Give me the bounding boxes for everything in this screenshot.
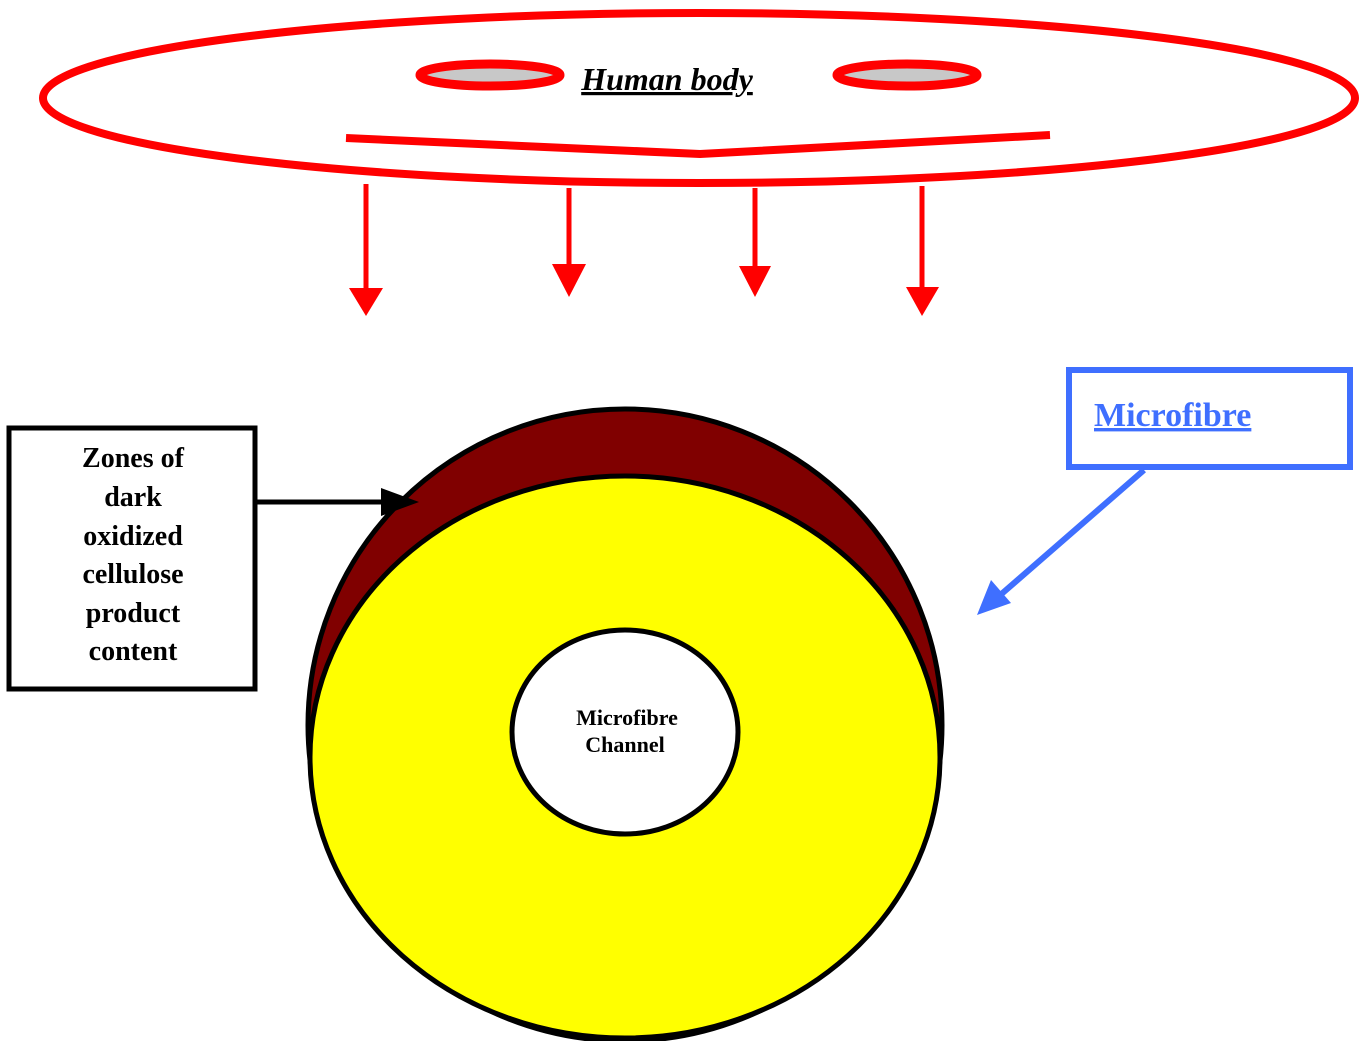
zones-line-4: cellulose (82, 559, 183, 590)
human-body: Human body (39, 9, 1359, 187)
down-arrow-head (739, 266, 771, 297)
zones-line-3: oxidized (83, 521, 183, 552)
down-arrow-head (349, 288, 383, 316)
microfibre-pointer-head (977, 580, 1011, 615)
microfibre-callout-box (1066, 367, 1353, 470)
down-arrow-head (552, 264, 586, 297)
microfibre-callout: Microfibre (977, 367, 1353, 615)
human-body-outline (39, 9, 1359, 187)
channel-label-line-2: Channel (585, 732, 664, 757)
zones-callout: Zones of dark oxidized cellulose product… (6, 425, 419, 692)
mouth-line (345, 131, 1051, 159)
zones-line-5: product (86, 598, 181, 629)
microfibre-channel (509, 627, 741, 837)
downward-arrows (349, 184, 939, 316)
down-arrow-head (906, 287, 939, 316)
microfibre-label: Microfibre (1094, 397, 1251, 434)
left-eye-shape (415, 59, 565, 91)
zones-pointer-arrow-head (381, 488, 419, 516)
zones-callout-box (6, 425, 258, 692)
human-body-label: Human body (580, 61, 753, 97)
right-eye-shape (832, 59, 982, 91)
channel-label-line-1: Microfibre (576, 705, 678, 730)
zones-line-1: Zones of (82, 443, 185, 474)
zones-line-6: content (89, 636, 178, 667)
microfibre-pointer-shaft (996, 467, 1146, 600)
zones-line-2: dark (104, 482, 162, 513)
fibre-cross-section: Microfibre Channel (305, 406, 945, 1041)
